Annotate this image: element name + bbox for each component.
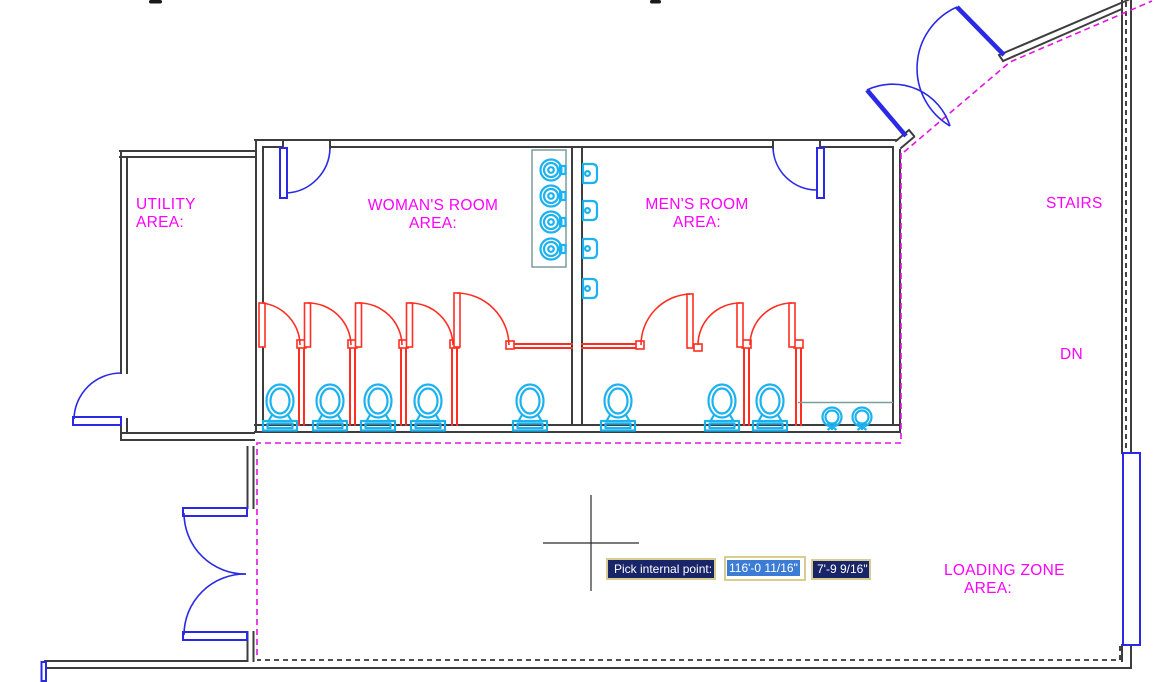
mens-toilet-stalls bbox=[581, 293, 804, 426]
womens-sink-counter bbox=[531, 149, 567, 268]
mens-toilets bbox=[599, 383, 789, 432]
mens-sink-counter bbox=[798, 401, 893, 432]
lobby-corridor-walls bbox=[246, 446, 255, 662]
dynamic-input-x-field[interactable]: 116'-0 11/16" bbox=[724, 556, 806, 581]
womens-toilet-stalls bbox=[258, 292, 573, 426]
mens-entry-door bbox=[772, 147, 825, 199]
dynamic-input-y-field[interactable]: 7'-9 9/16" bbox=[811, 559, 871, 580]
crosshair-cursor bbox=[543, 495, 639, 591]
mens-urinals bbox=[581, 162, 599, 300]
stairs-label: STAIRS bbox=[1046, 195, 1103, 212]
cutoff-text-fragment bbox=[149, 0, 661, 4]
diagonal-exterior-wall bbox=[894, 0, 1130, 150]
diagonal-double-door bbox=[865, 5, 1006, 138]
dynamic-input-x-value: 116'-0 11/16" bbox=[727, 560, 800, 576]
utility-exterior-door bbox=[72, 372, 122, 426]
dynamic-input-prompt: Pick internal point: bbox=[606, 558, 716, 580]
lobby-double-door bbox=[182, 507, 248, 641]
stairs-dn-label: DN bbox=[1060, 346, 1083, 363]
dynamic-input-y-value: 7'-9 9/16" bbox=[817, 562, 868, 576]
loading-dock-overhead-door bbox=[1122, 452, 1141, 646]
loading-zone-label: LOADING ZONE bbox=[944, 562, 1065, 579]
utility-room-walls bbox=[119, 150, 257, 441]
stairwell-right-wall bbox=[1121, 0, 1132, 669]
bottom-exterior-wall bbox=[40, 660, 1132, 682]
loading-zone-label-line2: AREA: bbox=[964, 580, 1013, 597]
restroom-block-walls bbox=[254, 139, 901, 433]
womens-entry-door bbox=[279, 147, 331, 199]
